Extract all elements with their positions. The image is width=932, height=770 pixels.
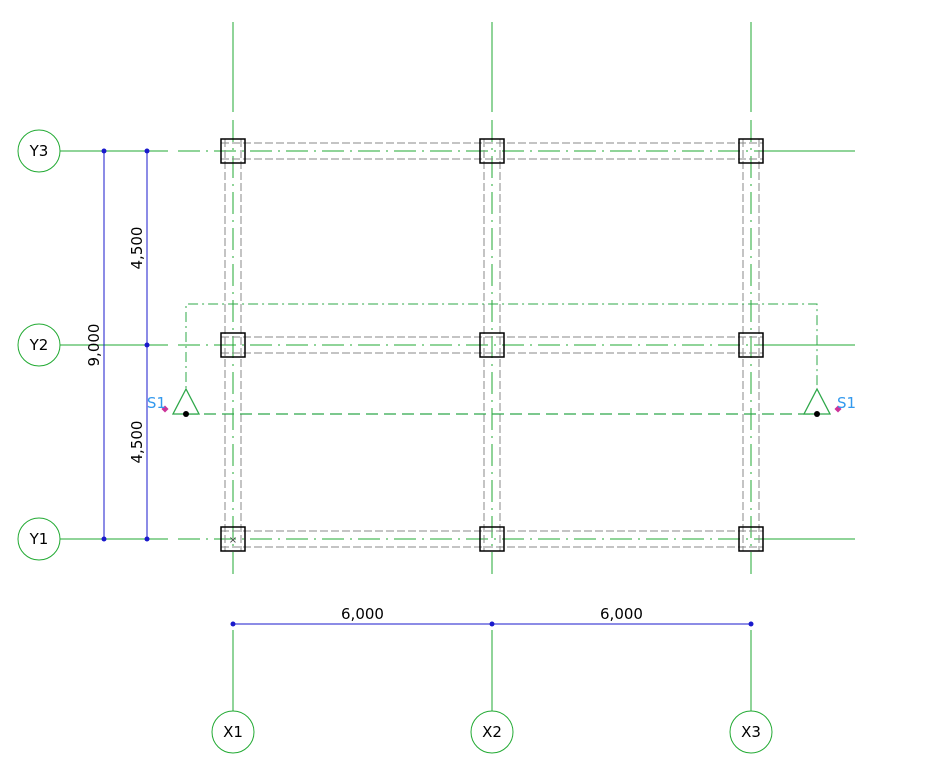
section-anchor-left (183, 410, 189, 417)
dimension-node (144, 536, 150, 542)
section-diamond-right-icon (834, 405, 842, 413)
grid-axis-bubbles: X1 X2 X3 Y1 Y2 Y3 (17, 129, 773, 754)
dimension-lines: 6,000 6,000 4,500 4,500 9,000 (85, 148, 754, 627)
dimension-text-x: 6,000 (600, 605, 643, 623)
grid-bubble-y (17, 129, 61, 173)
dimension-text-y-span: 4,500 (128, 227, 146, 270)
grid-bubble-y (17, 323, 61, 367)
origin-mark-icon: × (229, 535, 237, 546)
column-square (220, 332, 246, 358)
grid-bubble-label-y: Y2 (29, 336, 49, 354)
section-anchor-right (814, 410, 820, 417)
column-square (220, 526, 246, 552)
column-square (479, 332, 505, 358)
dimension-node (489, 621, 495, 627)
section-frame-line (185, 303, 818, 402)
dimension-node (101, 148, 107, 154)
section-label-left: S1 (147, 394, 166, 412)
grid-bubble-label-y: Y1 (29, 530, 49, 548)
grid-lines (60, 22, 855, 712)
columns: × (220, 138, 764, 552)
grid-bubble-label-y: Y3 (29, 142, 49, 160)
dimension-text-y-span: 4,500 (128, 421, 146, 464)
grid-bubble-label-x: X1 (223, 723, 243, 741)
section-cut-s1[interactable]: S1 S1 (147, 303, 856, 417)
beam-outlines (221, 139, 763, 551)
section-marker-right-icon (802, 387, 832, 415)
grid-bubble-label-x: X3 (741, 723, 761, 741)
grid-bubble-x (211, 710, 255, 754)
grid-bubble-x (729, 710, 773, 754)
section-diamond-left-icon (161, 405, 169, 413)
grid-bubble-y (17, 517, 61, 561)
dimension-node (230, 621, 236, 627)
dimension-node (144, 342, 150, 348)
section-label-right: S1 (837, 394, 856, 412)
dimension-node (101, 536, 107, 542)
dimension-node (748, 621, 754, 627)
column-square (220, 138, 246, 164)
dimension-text-x: 6,000 (341, 605, 384, 623)
dimension-node (144, 148, 150, 154)
column-square (479, 138, 505, 164)
column-square (738, 332, 764, 358)
dimension-text-y-total: 9,000 (85, 324, 103, 367)
grid-bubble-x (470, 710, 514, 754)
column-square (479, 526, 505, 552)
grid-bubble-label-x: X2 (482, 723, 502, 741)
column-square (738, 526, 764, 552)
column-square (738, 138, 764, 164)
section-marker-left-icon (171, 387, 201, 415)
